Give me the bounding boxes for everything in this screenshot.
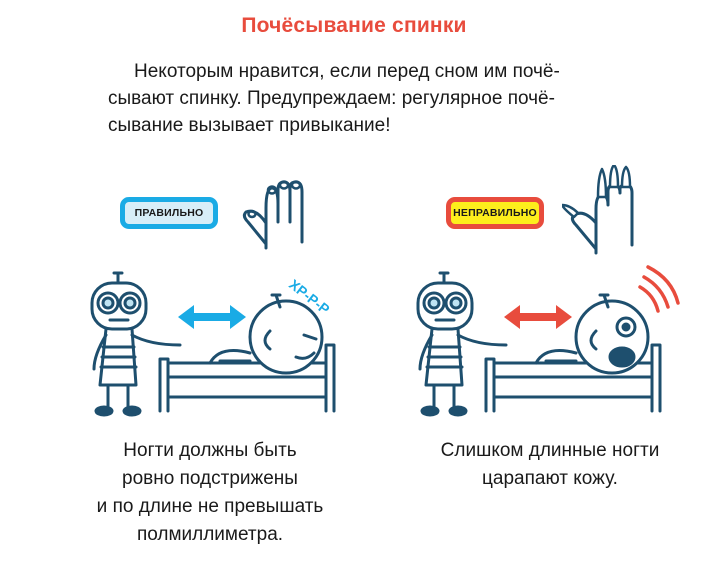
page-title: Почёсывание спинки (241, 14, 467, 37)
correct-scene-illustration (90, 271, 336, 417)
wrong-badge: НЕПРАВИЛЬНО (446, 197, 544, 229)
wrong-caption: Слишком длинные ногти царапают кожу. (400, 437, 700, 493)
caption-line: ровно подстрижены (122, 468, 298, 489)
caption-line: и по длине не превышать (96, 496, 324, 517)
caption-line: царапают кожу. (482, 468, 618, 489)
intro-line: сывание вызывает привыкание! (108, 115, 391, 136)
long-nails-hand-icon (562, 165, 634, 255)
caption-line: Слишком длинные ногти (440, 440, 660, 461)
caption-line: полмиллиметра. (136, 524, 284, 545)
short-nails-hand-icon (242, 180, 304, 250)
intro-paragraph: Некоторым нравится, если перед сном им п… (108, 58, 668, 139)
correct-badge: ПРАВИЛЬНО (120, 197, 218, 229)
caption-line: Ногти должны быть (123, 440, 297, 461)
correct-caption: Ногти должны быть ровно подстрижены и по… (60, 437, 360, 549)
intro-line: Некоторым нравится, если перед сном им п… (134, 61, 560, 82)
intro-line: сывают спинку. Предупреждаем: регулярное… (108, 88, 555, 109)
wrong-scene-illustration (416, 265, 680, 417)
